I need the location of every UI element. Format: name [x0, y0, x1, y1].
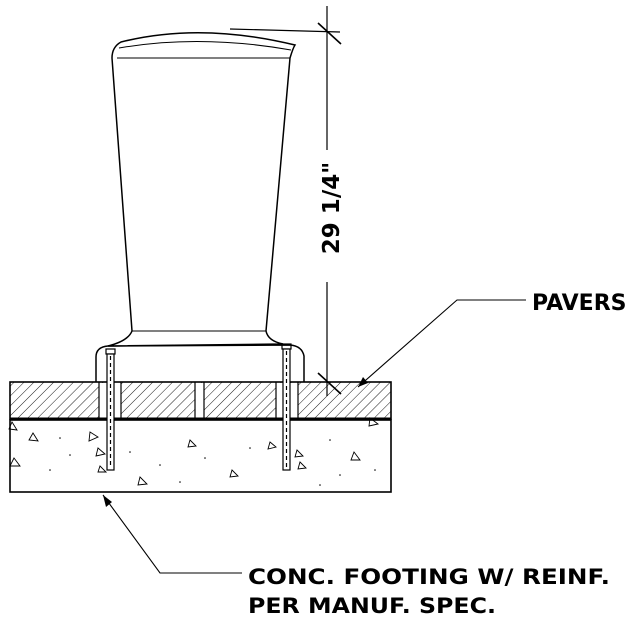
- footing-label-line2: PER MANUF. SPEC.: [248, 594, 496, 618]
- footing-arrowhead: [103, 495, 112, 507]
- pavers-label: PAVERS: [532, 291, 626, 316]
- concrete-dots: [49, 437, 376, 486]
- bollard-base-plate: [95, 344, 305, 382]
- anchor-bolt-left: [105, 348, 116, 471]
- height-dimension: [229, 6, 342, 396]
- anchor-bolt-right: [281, 343, 292, 471]
- footing-leader: [102, 494, 242, 574]
- concrete-footing: [8, 417, 392, 493]
- bollard-body: [107, 32, 297, 347]
- aggregate-marks: [8, 417, 380, 486]
- pavers-leader: [357, 299, 526, 388]
- footing-label-line1: CONC. FOOTING W/ REINF.: [248, 565, 610, 589]
- dimension-label: 29 1/4": [319, 162, 345, 254]
- pavers-arrowhead: [358, 377, 368, 387]
